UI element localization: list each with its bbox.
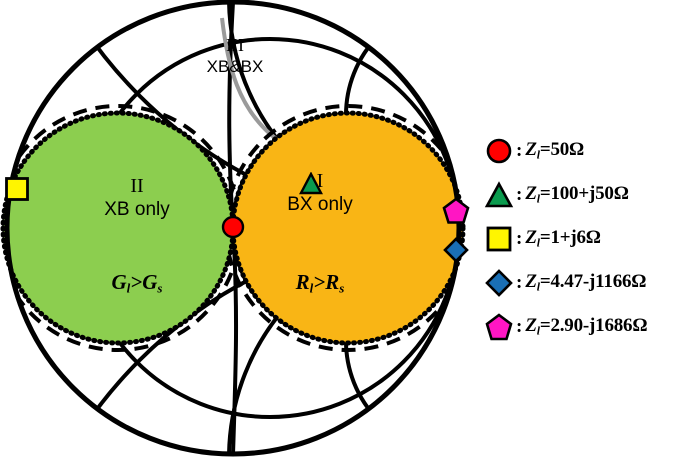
- legend-item-triangle[interactable]: : Zl=100+j50Ω: [484, 180, 629, 210]
- legend-item-square[interactable]: : Zl=1+j6Ω: [484, 224, 601, 254]
- legend-label-2: Zl=1+j6Ω: [525, 227, 601, 250]
- legend-equals-2: =: [539, 227, 551, 249]
- legend-label-0: Zl=50Ω: [525, 139, 584, 162]
- yellow-square-marker[interactable]: [4, 176, 30, 202]
- legend: : Zl=50Ω : Zl=100+j50Ω : Zl=1+j6Ω: [484, 136, 700, 346]
- legend-colon-4: :: [516, 316, 523, 337]
- smith-chart-outer-boundary: [4, 0, 462, 457]
- legend-equals-1: =: [539, 183, 551, 205]
- pink-pentagon-marker[interactable]: [442, 197, 470, 225]
- legend-circle-icon: [484, 136, 514, 166]
- red-circle-marker[interactable]: [221, 215, 245, 239]
- green-triangle-marker[interactable]: [299, 172, 323, 196]
- legend-colon-0: :: [516, 140, 523, 161]
- legend-square-icon: [484, 224, 514, 254]
- legend-sub-1: l: [536, 192, 540, 206]
- legend-colon-3: :: [516, 272, 523, 293]
- legend-symbol-1: Z: [525, 183, 537, 205]
- legend-symbol-2: Z: [525, 227, 537, 249]
- legend-symbol-3: Z: [525, 271, 537, 293]
- legend-value-0: 50Ω: [550, 139, 585, 161]
- legend-sub-0: l: [536, 148, 540, 162]
- dashed-circle-right: [224, 104, 459, 352]
- legend-triangle-icon: [484, 180, 514, 210]
- region-2-circle: [0, 110, 236, 346]
- legend-pentagon-icon: [484, 312, 514, 342]
- legend-value-3: 4.47-j1166Ω: [550, 271, 647, 293]
- legend-colon-1: :: [516, 184, 523, 205]
- region-1-circle: [230, 110, 466, 346]
- smith-chart: I BX only II XB only III XB&BX Rl>Rs Gl>…: [0, 0, 470, 457]
- legend-item-diamond[interactable]: : Zl=4.47-j1166Ω: [484, 268, 647, 298]
- legend-value-4: 2.90-j1686Ω: [550, 315, 648, 337]
- legend-label-4: Zl=2.90-j1686Ω: [525, 315, 647, 338]
- legend-item-circle[interactable]: : Zl=50Ω: [484, 136, 584, 166]
- legend-label-3: Zl=4.47-j1166Ω: [525, 271, 646, 294]
- legend-symbol-4: Z: [525, 315, 537, 337]
- legend-item-pentagon[interactable]: : Zl=2.90-j1686Ω: [484, 312, 648, 342]
- legend-equals-4: =: [539, 315, 551, 337]
- legend-value-1: 100+j50Ω: [550, 183, 629, 205]
- legend-sub-3: l: [536, 280, 540, 294]
- legend-sub-2: l: [536, 236, 540, 250]
- legend-symbol-0: Z: [525, 139, 537, 161]
- legend-equals-0: =: [539, 139, 551, 161]
- blue-diamond-marker[interactable]: [443, 237, 469, 263]
- smith-chart-svg: [0, 0, 466, 457]
- legend-equals-3: =: [539, 271, 551, 293]
- legend-label-1: Zl=100+j50Ω: [525, 183, 629, 206]
- legend-colon-2: :: [516, 228, 523, 249]
- legend-value-2: 1+j6Ω: [550, 227, 601, 249]
- legend-diamond-icon: [484, 268, 514, 298]
- legend-sub-4: l: [536, 324, 540, 338]
